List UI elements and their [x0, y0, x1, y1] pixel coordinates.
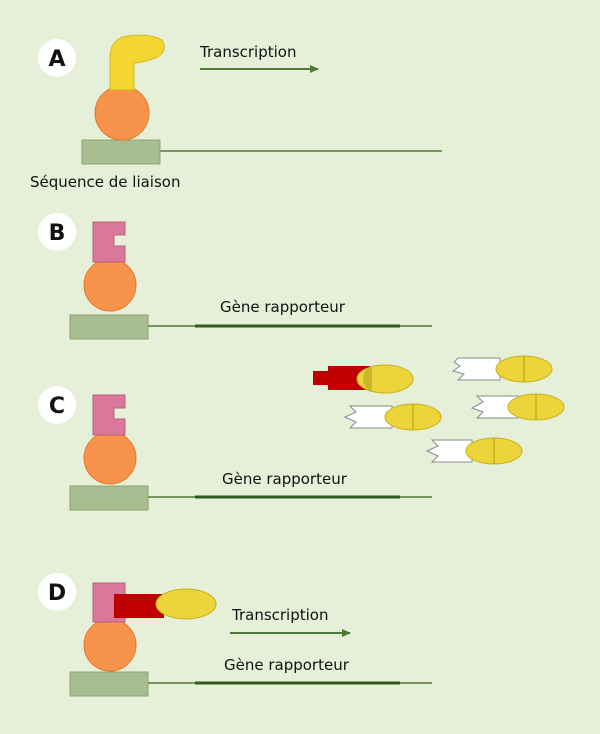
panel-b: B Gène rapporteur [38, 213, 432, 340]
panel-b-bait-domain [92, 221, 126, 263]
panel-a-binding-site [81, 139, 161, 165]
prey-empty-tag [425, 439, 473, 463]
panel-d-prey-tag [114, 594, 164, 618]
panel-d-letter-badge [38, 573, 76, 611]
panel-c: C Gène rapporteur [38, 355, 565, 511]
panel-a-activation-domain [109, 34, 165, 91]
panel-c-letter-badge [38, 386, 76, 424]
panel-c-gene-label: Gène rapporteur [222, 470, 348, 488]
panel-b-letter: B [49, 221, 66, 246]
panel-a-letter-badge [38, 39, 76, 77]
panel-b-gene-label: Gène rapporteur [220, 298, 346, 316]
panel-b-letter-badge [38, 213, 76, 251]
panel-d-binding-site [69, 671, 149, 697]
panel-a-dna-binding-domain [94, 85, 150, 141]
panel-a-letter: A [48, 47, 65, 72]
prey-empty-tag [451, 357, 501, 381]
prey-overlap-shade [363, 366, 372, 392]
panel-a: A Séquence de liaison Transcription [30, 34, 442, 191]
panel-d: D Gène rapporteur Transcription [38, 573, 432, 697]
panel-b-dna-binding-domain [83, 258, 137, 312]
panel-c-binding-site [69, 485, 149, 511]
panel-d-letter: D [48, 581, 66, 606]
prey-tag-stub [313, 371, 331, 385]
panel-c-bait-domain [92, 394, 126, 436]
prey-empty-1 [343, 403, 442, 431]
panel-d-transcription-label: Transcription [231, 606, 328, 624]
prey-empty-4 [425, 437, 523, 465]
panel-d-dna-binding-domain [83, 618, 137, 672]
prey-with-tag [313, 364, 414, 394]
panel-a-site-label: Séquence de liaison [30, 173, 180, 191]
prey-empty-2 [451, 355, 553, 383]
prey-empty-3 [470, 393, 565, 421]
panel-a-transcription-label: Transcription [199, 43, 296, 61]
panel-b-binding-site [69, 314, 149, 340]
panel-d-prey-protein [155, 588, 217, 620]
panel-c-letter: C [49, 394, 65, 419]
panel-c-dna-binding-domain [83, 431, 137, 485]
panel-d-gene-label: Gène rapporteur [224, 656, 350, 674]
